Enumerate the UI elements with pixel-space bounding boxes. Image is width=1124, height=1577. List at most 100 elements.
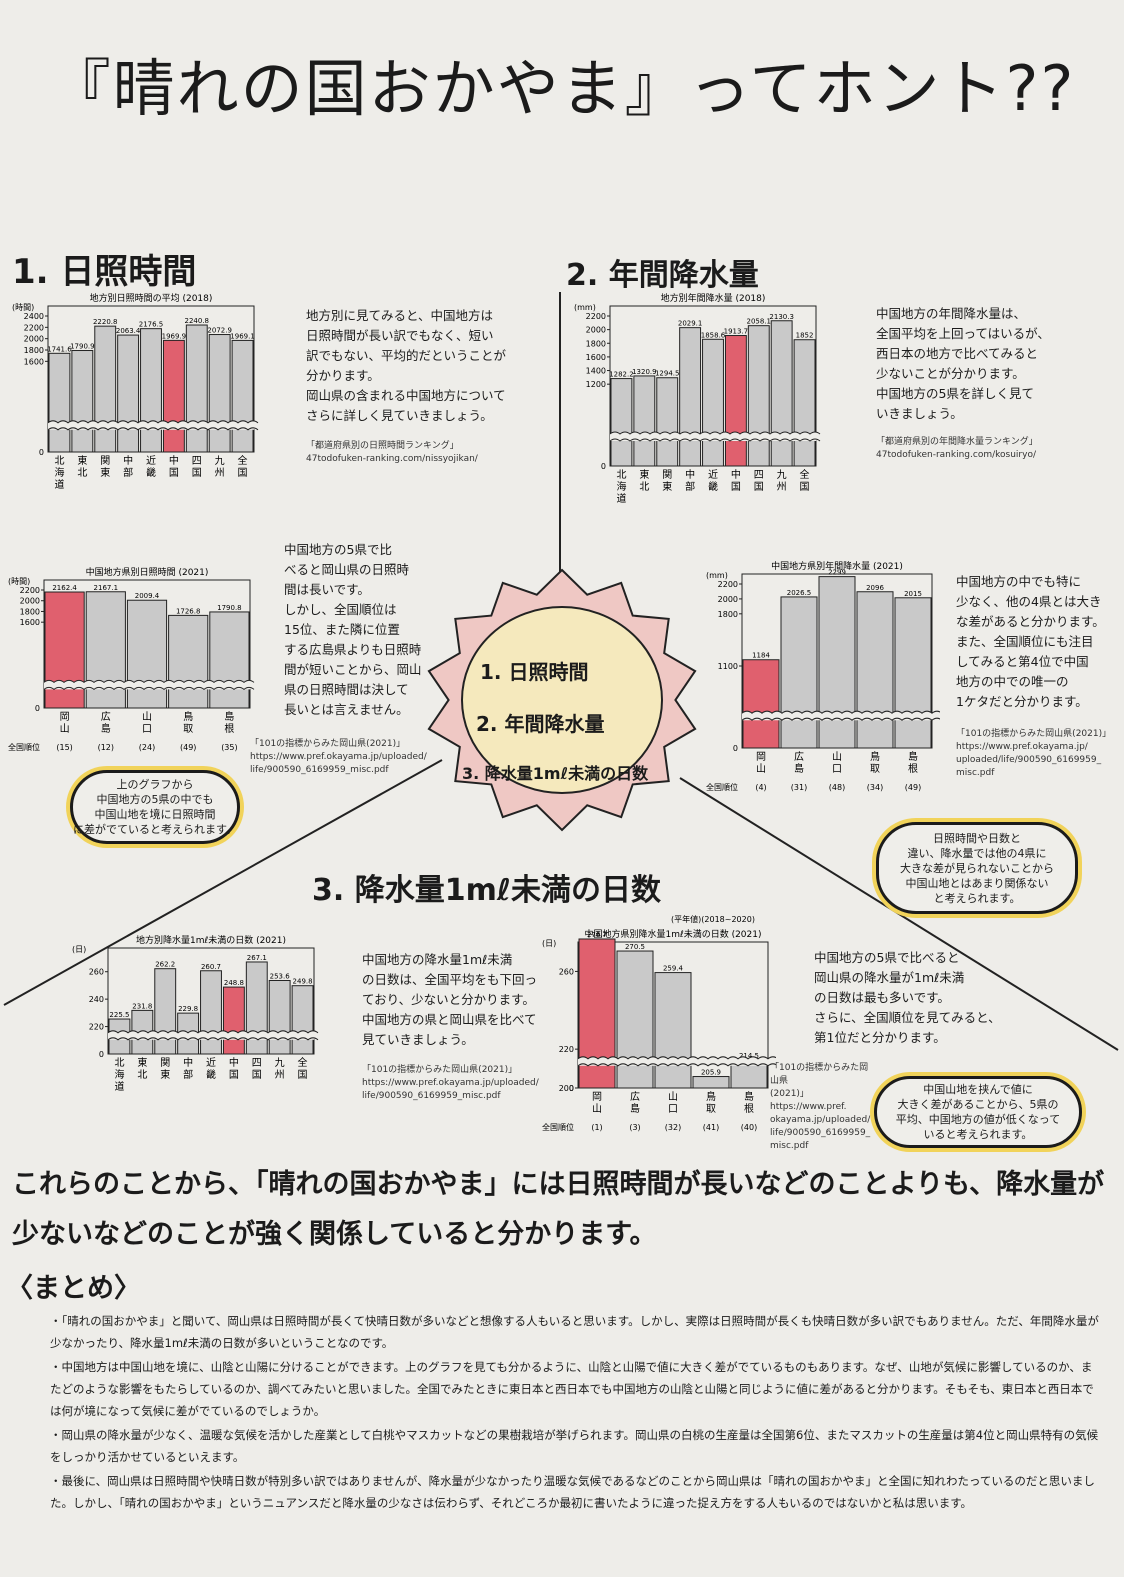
category-label: 広	[630, 1090, 640, 1103]
rank-label: (32)	[665, 1123, 681, 1132]
category-label: 中	[183, 1056, 193, 1069]
conclusion: これらのことから、「晴れの国おかやま」には日照時間が長いなどのことよりも、降水量…	[12, 1169, 1105, 1250]
y-axis-label: (mm)	[706, 571, 728, 580]
chart-subtitle: (平年値)(2018~2020)	[671, 914, 755, 924]
y-tick-label: 0	[35, 704, 40, 713]
bar	[85, 591, 126, 709]
category-label: 東	[639, 468, 649, 481]
s1-text2: 中国地方の5県で比 べると岡山県の日照時 間は長いです。 しかし、全国順位は 1…	[284, 542, 422, 717]
category-label: 道	[114, 1080, 124, 1093]
bar	[291, 985, 314, 1055]
category-label: 関	[662, 469, 672, 481]
y-tick-label: 1400	[586, 367, 606, 376]
s2-note-bubble: 日照時間や日数と 違い、降水量では他の4県に 大きな差が見られないことから 中国…	[876, 822, 1078, 914]
bar	[185, 324, 208, 453]
data-label: 225.5	[109, 1011, 129, 1019]
rank-label: (41)	[703, 1123, 719, 1132]
category-label: 東	[137, 1056, 147, 1069]
y-axis-label: (時間)	[8, 577, 30, 586]
rank-label: (15)	[56, 743, 72, 752]
data-label: 2096	[866, 584, 884, 592]
category-label: 海	[114, 1068, 124, 1081]
axis-break-wave	[47, 427, 259, 431]
y-tick-label: 2200	[24, 323, 44, 332]
y-tick-label: 1800	[24, 346, 44, 355]
category-label: 中	[229, 1056, 239, 1069]
hub-badge	[427, 568, 697, 832]
data-label: 231.8	[132, 1002, 152, 1010]
category-label: 部	[123, 466, 133, 479]
category-label: 根	[908, 762, 918, 775]
category-label: 海	[616, 480, 626, 493]
category-label: 部	[685, 480, 695, 493]
category-label: 国	[252, 1069, 262, 1081]
data-label: 2026.5	[787, 589, 812, 597]
category-label: 広	[101, 710, 111, 723]
summary-item: ・最後に、岡山県は日照時間や快晴日数が特別多い訳ではありませんが、降水量が少なか…	[50, 1474, 1095, 1510]
category-label: 島	[101, 722, 111, 735]
bar	[856, 591, 894, 749]
chart-title: 中国地方県別年間降水量 (2021)	[771, 560, 903, 572]
y-tick-label: 2000	[718, 595, 738, 604]
s1-source2: 「101の指標からみた岡山県(2021)」 https://www.pref.o…	[250, 739, 427, 775]
y-axis-label: (日)	[72, 945, 86, 954]
y-tick-label: 2000	[586, 326, 606, 335]
chart-regional-sunshine: 地方別日照時間の平均 (2018)(時間)1741.6北海道1790.9東北22…	[12, 292, 259, 491]
category-label: 四	[754, 470, 764, 481]
category-label: 根	[744, 1102, 754, 1115]
chart-title: 中国地方県別降水量1mℓ未満の日数 (2021)	[585, 928, 762, 940]
s2-source2: 「101の指標からみた岡山県(2021)」 https://www.pref.o…	[956, 729, 1112, 778]
y-tick-label: 1600	[24, 357, 44, 366]
data-label: 2009.4	[135, 592, 160, 600]
category-label: 州	[275, 1069, 285, 1081]
category-label: 全	[238, 454, 248, 467]
bar	[780, 596, 818, 749]
data-label: 1320.9	[632, 368, 657, 376]
y-tick-label: 220	[559, 1045, 574, 1054]
data-label: 248.8	[224, 979, 244, 987]
axis-break-wave	[43, 686, 255, 691]
category-label: 関	[160, 1057, 170, 1069]
data-label: 205.9	[701, 1069, 721, 1077]
category-label: 中	[731, 468, 741, 481]
category-label: 口	[142, 724, 152, 735]
category-label: 関	[100, 455, 110, 467]
data-label: 1282.2	[609, 371, 634, 379]
y-tick-label: 2200	[586, 312, 606, 321]
section2-heading: 2. 年間降水量	[566, 258, 759, 293]
data-label: 2130.3	[769, 313, 794, 321]
bar	[894, 597, 932, 749]
category-label: 国	[800, 481, 810, 493]
y-tick-label: 1800	[586, 339, 606, 348]
data-label: 267.1	[247, 954, 267, 962]
data-label: 214.5	[739, 1052, 759, 1060]
y-tick-label: 0	[99, 1050, 104, 1059]
category-label: 東	[100, 466, 110, 479]
bar	[94, 325, 117, 453]
data-label: 2162.4	[52, 584, 77, 592]
category-label: 北	[616, 469, 626, 481]
category-label: 近	[206, 1056, 216, 1069]
bar	[154, 968, 177, 1055]
category-label: 国	[298, 1069, 308, 1081]
data-label: 259.4	[663, 965, 684, 973]
data-label: 260.7	[201, 963, 221, 971]
bar	[818, 576, 856, 749]
data-label: 253.6	[270, 972, 291, 980]
rank-label: (49)	[180, 743, 196, 752]
y-tick-label: 1100	[718, 662, 738, 671]
data-label: 249.8	[293, 978, 313, 986]
data-label: 2072.9	[207, 327, 232, 335]
axis-break-wave	[107, 1037, 319, 1041]
chart-title: 地方別降水量1mℓ未満の日数 (2021)	[136, 934, 286, 946]
axis-break-band	[610, 432, 820, 441]
category-label: 北	[137, 1069, 147, 1081]
category-label: 中	[169, 454, 179, 467]
y-tick-label: 0	[733, 744, 738, 753]
hub-item-rainfall: 2. 年間降水量	[476, 712, 605, 736]
category-label: 山	[668, 1091, 678, 1103]
data-label: 262.2	[155, 961, 175, 969]
data-label: 2015	[904, 590, 922, 598]
bar	[268, 979, 291, 1055]
category-label: 島	[908, 750, 918, 763]
